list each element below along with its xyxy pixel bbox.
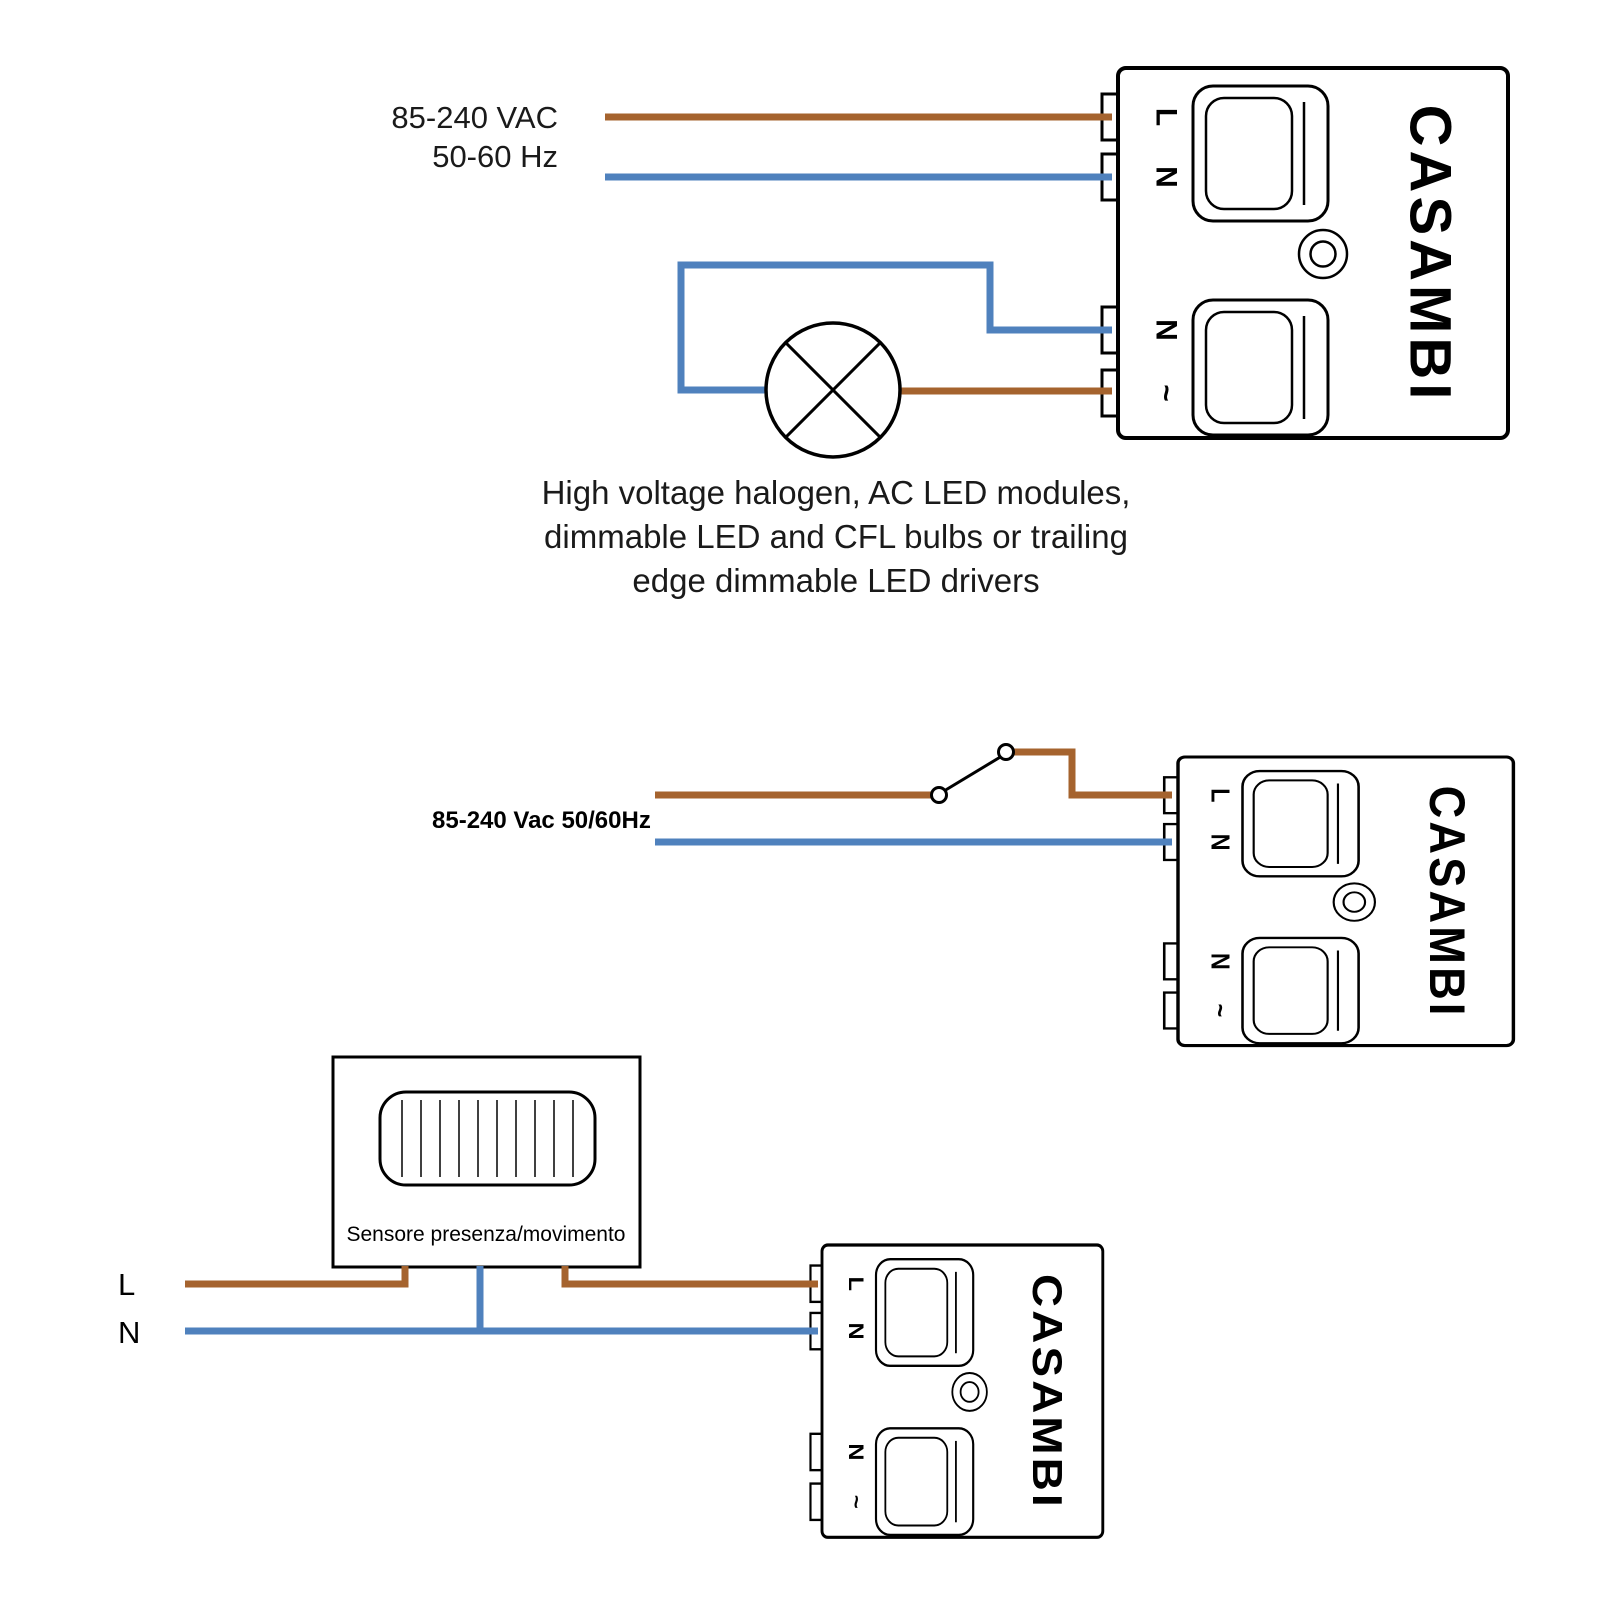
neutral-wire-load-top xyxy=(677,261,1112,394)
diagram-top: 85-240 VAC 50-60 Hz High voltage halogen… xyxy=(391,66,1510,599)
switch-lever xyxy=(943,754,1003,793)
casambi-device-3 xyxy=(808,1243,1105,1539)
live-wire-after-switch xyxy=(1012,748,1172,799)
sensor-label: Sensore presenza/movimento xyxy=(347,1223,626,1246)
live-wire-to-sensor xyxy=(185,1266,409,1288)
supply-voltage-label: 85-240 VAC xyxy=(391,100,558,135)
supply-label-middle: 85-240 Vac 50/60Hz xyxy=(432,807,651,834)
lamp-cross-line-2 xyxy=(784,341,882,439)
load-caption-line1: High voltage halogen, AC LED modules, xyxy=(542,474,1131,511)
neutral-terminal-label: N xyxy=(118,1315,140,1350)
supply-frequency-label: 50-60 Hz xyxy=(432,139,558,174)
live-wire-sensor-to-device xyxy=(561,1266,818,1288)
sensor-window-icon xyxy=(378,1090,597,1187)
casambi-device-2 xyxy=(1162,755,1516,1048)
load-caption-line3: edge dimmable LED drivers xyxy=(632,562,1039,599)
switch-contact-right-icon xyxy=(997,743,1015,761)
live-terminal-label: L xyxy=(118,1267,135,1302)
diagram-bottom: Sensore presenza/movimento L N xyxy=(118,1055,1105,1539)
casambi-device-1 xyxy=(1100,66,1510,440)
switch-contact-left-icon xyxy=(930,786,948,804)
diagram-middle: 85-240 Vac 50/60Hz xyxy=(432,743,1516,1048)
load-caption-line2: dimmable LED and CFL bulbs or trailing xyxy=(544,518,1128,555)
